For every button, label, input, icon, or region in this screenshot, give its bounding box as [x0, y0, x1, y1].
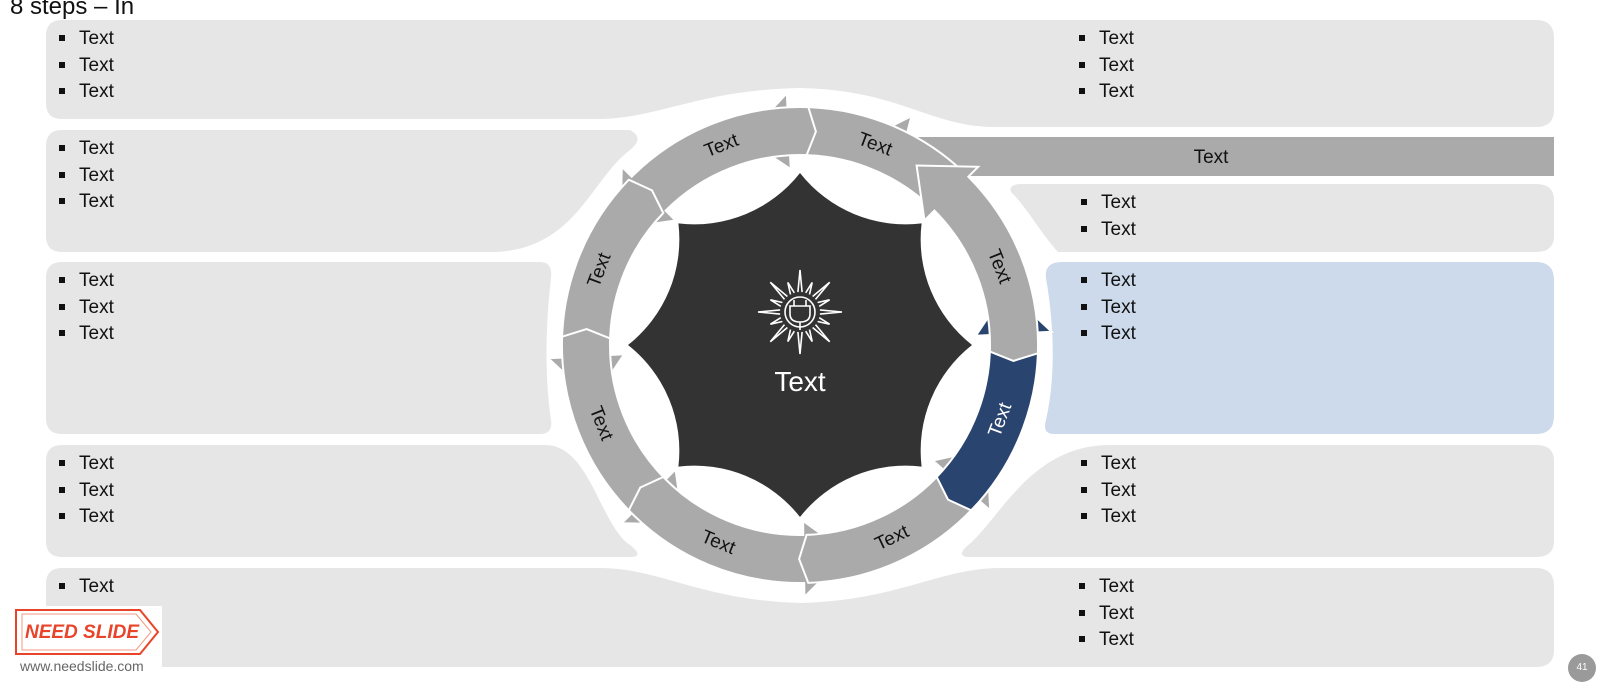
plug-icon	[789, 300, 811, 330]
bullet-item: Text	[57, 451, 114, 478]
needslide-logo: NEED SLIDE	[12, 606, 162, 682]
sun-ray-icon	[757, 309, 781, 315]
bullet-item: Text	[1079, 451, 1136, 478]
sun-ray-icon	[805, 281, 813, 295]
bullet-item: Text	[1077, 627, 1134, 654]
input-arrow-label: Text	[1194, 147, 1230, 168]
sun-ray-icon	[812, 324, 831, 343]
bullets-row3-left: Text Text Text	[57, 268, 114, 348]
bullet-item: Text	[1079, 321, 1136, 348]
bullet-item: Text	[1077, 53, 1134, 80]
bullet-item: Text	[57, 26, 114, 53]
panel-row2-right	[1010, 184, 1554, 252]
center-shape	[628, 173, 972, 517]
cycle-arrow-8	[915, 164, 1040, 362]
bullets-row3-right: Text Text Text	[1079, 268, 1136, 348]
bullet-item: Text	[57, 189, 114, 216]
logo-text: NEED SLIDE	[25, 622, 140, 643]
bullet-item: Text	[57, 136, 114, 163]
bullet-item: Text	[1079, 217, 1136, 244]
bullet-item: Text	[57, 53, 114, 80]
bullets-top-left: Text Text Text	[57, 26, 114, 106]
bullets-bottom-left: Text	[57, 574, 114, 601]
bullet-item: Text	[1077, 574, 1134, 601]
sun-ray-icon	[797, 269, 803, 293]
bullet-item: Text	[57, 163, 114, 190]
page-number-badge: 41	[1568, 654, 1596, 682]
sun-ray-icon	[817, 299, 831, 307]
bullets-top-right: Text Text Text	[1077, 26, 1134, 106]
sun-ray-icon	[805, 329, 813, 343]
bullet-item: Text	[57, 574, 114, 601]
sun-ray-icon	[769, 317, 783, 325]
center-label: Text	[774, 366, 826, 397]
bullet-item: Text	[57, 268, 114, 295]
bullets-row4-left: Text Text Text	[57, 451, 114, 531]
bullet-item: Text	[1077, 79, 1134, 106]
bullets-bottom-right: Text Text Text	[1077, 574, 1134, 654]
bullet-item: Text	[57, 321, 114, 348]
input-arrow: Text	[866, 118, 1554, 176]
sun-ray-icon	[769, 299, 783, 307]
sun-ray-icon	[787, 329, 795, 343]
logo-url: www.needslide.com	[20, 658, 144, 674]
bullet-item: Text	[57, 478, 114, 505]
page-title: 8 steps – In	[10, 0, 135, 20]
sun-ray-icon	[819, 309, 843, 315]
bullets-row2-left: Text Text Text	[57, 136, 114, 216]
panel-row4-left	[46, 445, 638, 557]
bullet-item: Text	[57, 79, 114, 106]
sun-ray-icon	[797, 331, 803, 355]
bullets-row4-right: Text Text Text	[1079, 451, 1136, 531]
panel-row3-left	[46, 262, 552, 434]
logo-arrow-icon: NEED SLIDE	[15, 609, 160, 655]
sun-ray-icon	[769, 281, 788, 300]
panel-bottom	[46, 568, 1554, 667]
panel-row4-right	[961, 445, 1554, 557]
sun-ray-icon	[769, 324, 788, 343]
bullet-item: Text	[1077, 601, 1134, 628]
bullet-item: Text	[1079, 504, 1136, 531]
bullet-item: Text	[57, 295, 114, 322]
bullet-item: Text	[1079, 268, 1136, 295]
sun-ray-icon	[812, 281, 831, 300]
panel-top	[46, 20, 1554, 127]
panel-row2-left	[46, 130, 638, 252]
bullet-item: Text	[1079, 295, 1136, 322]
bullet-item: Text	[1079, 190, 1136, 217]
panel-row3-right-highlight	[1045, 262, 1554, 434]
bullets-row2-right: Text Text	[1079, 190, 1136, 243]
bullet-item: Text	[1079, 478, 1136, 505]
sun-ray-icon	[787, 281, 795, 295]
sun-plug-icon	[757, 269, 843, 355]
sun-ray-icon	[817, 317, 831, 325]
bullet-item: Text	[1077, 26, 1134, 53]
bullet-item: Text	[57, 504, 114, 531]
